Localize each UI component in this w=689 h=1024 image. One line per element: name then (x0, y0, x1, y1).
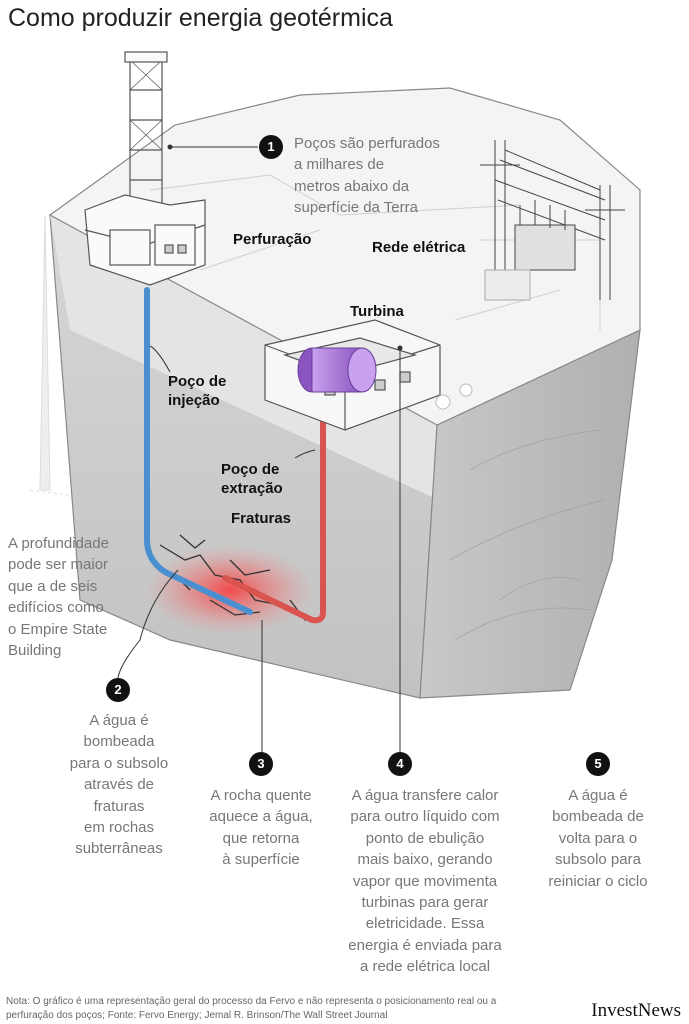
heat-zone (145, 545, 315, 635)
step-1-marker: 1 (259, 135, 283, 159)
label-fractures: Fraturas (231, 510, 292, 527)
step-4-marker: 4 (388, 752, 412, 776)
page-title: Como produzir energia geotérmica (8, 4, 393, 32)
step-3-marker: 3 (249, 752, 273, 776)
label-injection-well: Poço de injeção (168, 373, 227, 409)
turbine (297, 347, 377, 393)
step-2-marker: 2 (106, 678, 130, 702)
label-grid: Rede elétrica (372, 239, 466, 256)
step-5-marker: 5 (586, 752, 610, 776)
drilling-rig (84, 51, 206, 286)
power-substation (480, 140, 625, 301)
investnews-logo: InvestNews (591, 1000, 681, 1021)
injection-well-pipe (144, 287, 253, 615)
extraction-well-pipe (222, 417, 326, 624)
ground-top-surface (48, 87, 641, 426)
label-extraction-well: Poço de extração (221, 461, 283, 497)
trees (435, 383, 473, 410)
label-turbine: Turbina (350, 303, 404, 320)
footnote: Nota: O gráfico é uma representação gera… (6, 996, 497, 1021)
label-drilling: Perfuração (233, 231, 312, 248)
